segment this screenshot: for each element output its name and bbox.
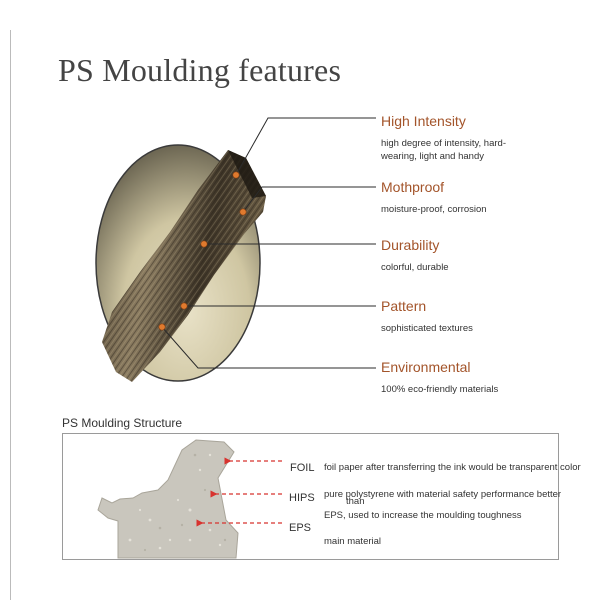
left-border-line [10, 30, 11, 600]
structure-section-title: PS Moulding Structure [62, 416, 183, 430]
layer-label-eps: EPS [289, 522, 312, 534]
layer-desc-hips-overlap: than [346, 496, 365, 507]
feature-description: moisture-proof, corrosion [381, 204, 487, 215]
layer-label-foil: FOIL [290, 462, 315, 474]
structure-frame [62, 433, 559, 560]
callout-lines [161, 117, 376, 369]
feature-mothproof: Mothproof moisture-proof, corrosion [381, 179, 591, 216]
feature-description: sophisticated textures [381, 323, 473, 334]
feature-environmental: Environmental 100% eco-friendly material… [381, 359, 591, 396]
moulding-profile-cross-section [97, 439, 239, 559]
feature-heading: Mothproof [381, 179, 445, 195]
feature-heading: Pattern [381, 298, 427, 314]
layer-desc-hips: pure polystyrene with material safety pe… [324, 489, 562, 500]
layer-desc-main-material: main material [324, 536, 382, 547]
layer-label-hips: HIPS [289, 492, 315, 504]
callout-dots [158, 171, 247, 331]
feature-heading: High Intensity [381, 113, 466, 129]
layer-desc-foil: foil paper after transferring the ink wo… [324, 462, 581, 473]
feature-description: high degree of intensity, hard-wearing, … [381, 138, 506, 162]
feature-high-intensity: High Intensity high degree of intensity,… [381, 113, 591, 163]
feature-description: 100% eco-friendly materials [381, 384, 499, 395]
page-title: PS Moulding features [58, 52, 342, 88]
feature-heading: Durability [381, 237, 440, 253]
feature-pattern: Pattern sophisticated textures [381, 298, 591, 335]
layer-desc-eps: EPS, used to increase the moulding tough… [324, 510, 522, 521]
feature-heading: Environmental [381, 359, 471, 375]
profile-texture [128, 453, 222, 550]
feature-description: colorful, durable [381, 262, 449, 273]
layer-arrows [196, 457, 282, 527]
feature-durability: Durability colorful, durable [381, 237, 591, 274]
